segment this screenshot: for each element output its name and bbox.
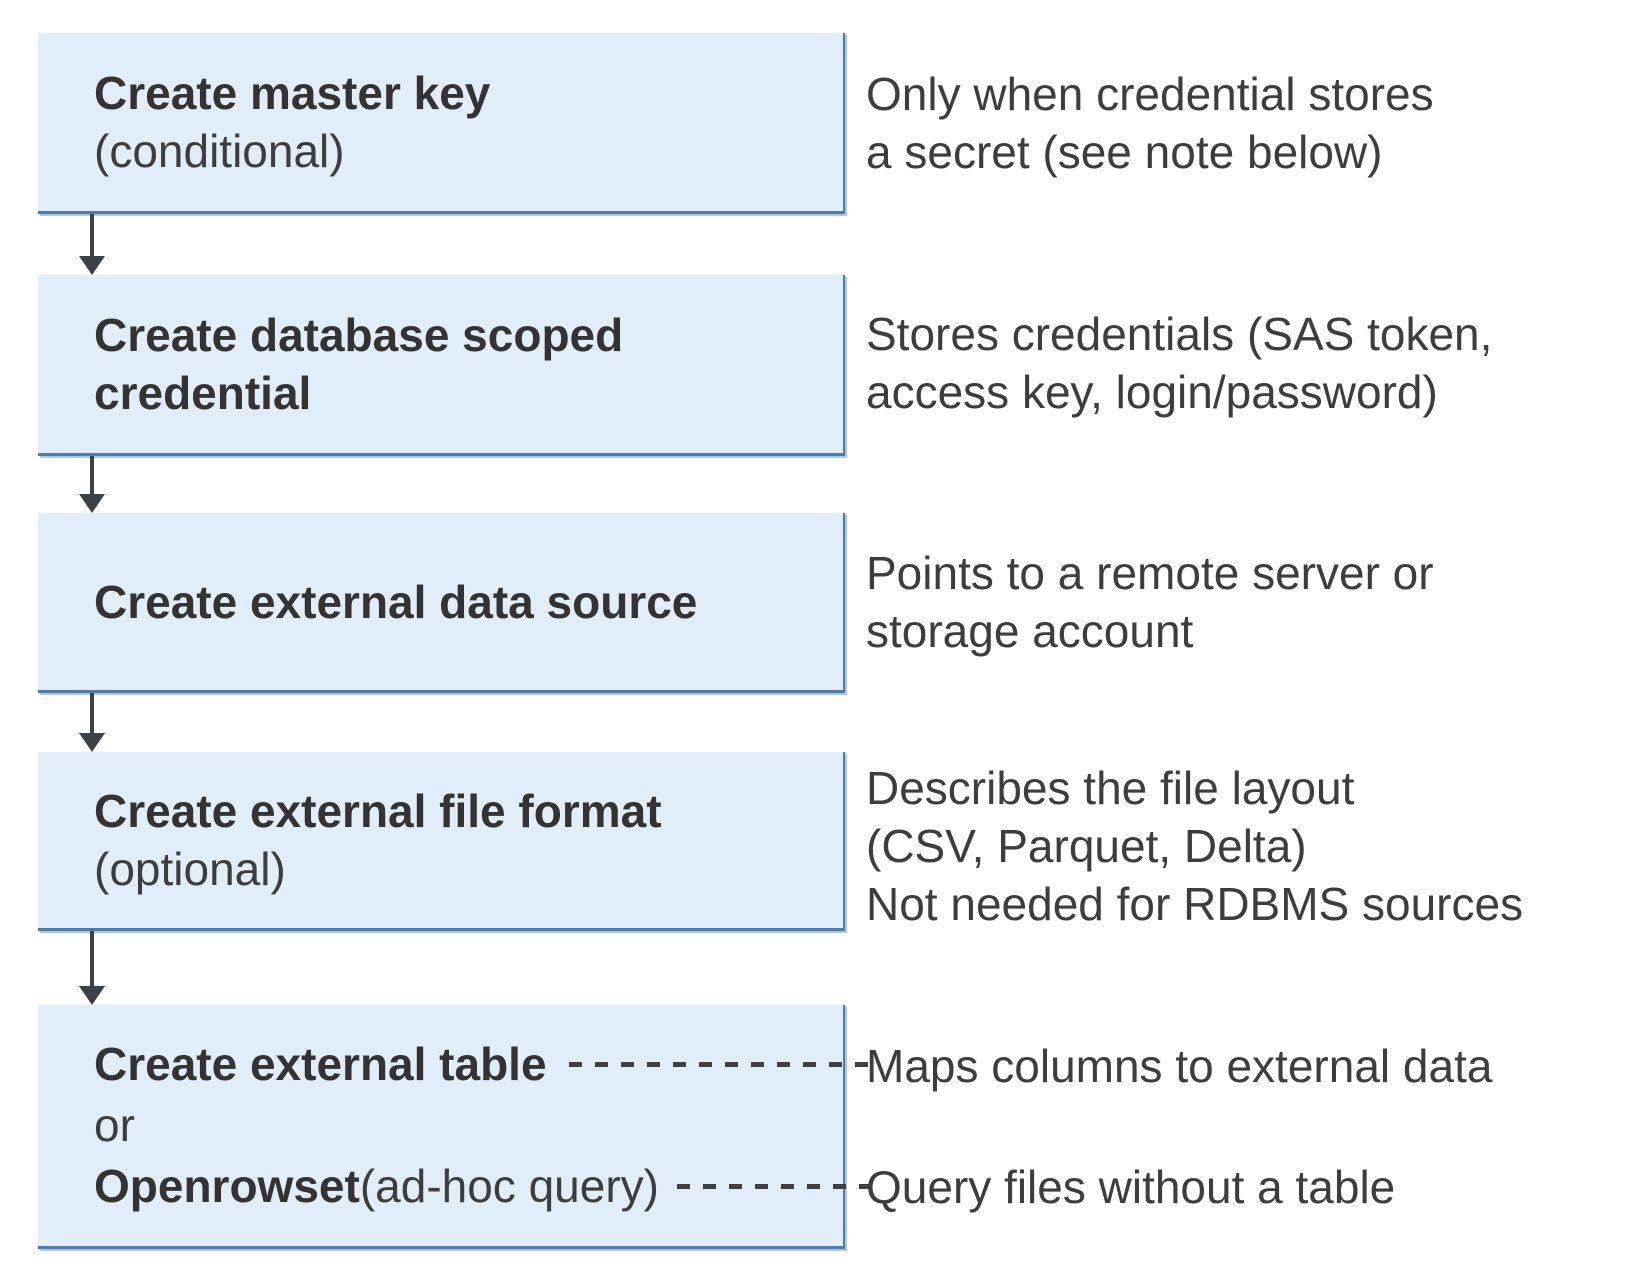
step-title: Create external table [94, 1038, 547, 1090]
step-qualifier: (conditional) [94, 125, 345, 177]
step-title: Create external data source [94, 575, 698, 628]
down-arrow-icon [78, 456, 106, 513]
step-annotation: Maps columns to external data [866, 1040, 1493, 1092]
step-qualifier: (ad-hoc query) [359, 1160, 659, 1212]
flow-step-create-master-key: Create master key (conditional) [38, 33, 845, 214]
step-annotation: Query files without a table [866, 1161, 1396, 1213]
step-annotation: Describes the file layout (CSV, Parquet,… [866, 762, 1524, 930]
step-annotation: Points to a remote server or storage acc… [866, 547, 1434, 657]
step-qualifier: (optional) [94, 843, 286, 895]
flow-step-create-external-table-or-openrowset: Create external table or Openrowset (ad-… [38, 1005, 871, 1249]
down-arrow-icon [78, 214, 106, 275]
step-or-label: or [94, 1099, 135, 1151]
step-title: Create master key [94, 67, 491, 119]
step-annotation: Only when credential stores a secret (se… [866, 68, 1434, 178]
flow-step-create-external-data-source: Create external data source [38, 513, 845, 693]
dashed-connector-line [568, 1062, 871, 1067]
step-title: Openrowset [94, 1160, 360, 1212]
down-arrow-icon [78, 931, 106, 1005]
flow-step-create-database-scoped-credential: Create database scoped credential [38, 275, 845, 456]
step-annotation: Stores credentials (SAS token, access ke… [866, 308, 1493, 418]
flow-step-create-external-file-format: Create external file format (optional) [38, 752, 845, 931]
step-title: Create external file format [94, 785, 662, 837]
down-arrow-icon [78, 693, 106, 752]
dashed-connector-line [676, 1184, 871, 1189]
step-title: Create database scoped credential [94, 309, 624, 419]
